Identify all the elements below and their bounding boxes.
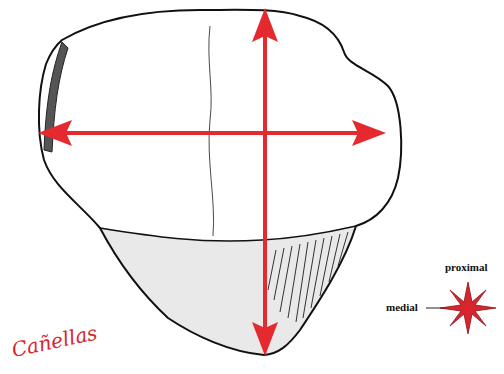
measurement-axes xyxy=(38,8,386,356)
orientation-star xyxy=(426,282,496,334)
hatching xyxy=(268,232,348,322)
signature: Cañellas xyxy=(10,322,99,360)
cortical-region xyxy=(100,226,356,355)
bone-outline xyxy=(39,10,401,355)
direction-label: medial xyxy=(386,302,418,313)
region-boundary xyxy=(100,226,356,241)
direction-label: proximal xyxy=(445,262,488,273)
